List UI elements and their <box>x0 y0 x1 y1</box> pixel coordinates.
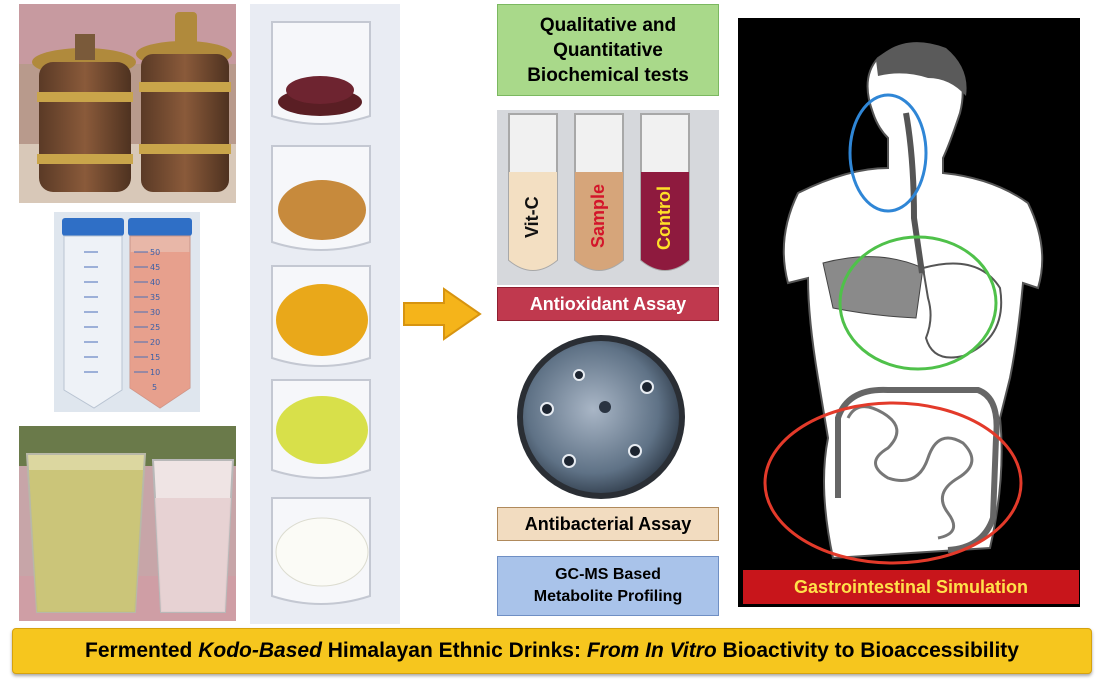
banner-part-2: Kodo-Based <box>198 639 322 662</box>
wooden-vessel-left <box>32 34 136 192</box>
small-intestine <box>846 405 974 540</box>
tube-graduations <box>84 251 148 373</box>
stomach-ring <box>838 235 998 371</box>
svg-text:30: 30 <box>150 308 160 317</box>
gcms-profiling-label: GC-MS Based Metabolite Profiling <box>497 556 719 616</box>
mouth-ring <box>848 93 928 213</box>
beaker-grains <box>271 21 371 125</box>
svg-text:10: 10 <box>150 368 160 377</box>
beakers-photo <box>250 4 400 624</box>
drink-glasses-photo <box>19 426 236 621</box>
svg-text:35: 35 <box>150 293 160 302</box>
control-label: Control <box>654 186 674 250</box>
svg-text:20: 20 <box>150 338 160 347</box>
tube-scale-labels: 50 45 40 35 30 25 20 15 10 5 <box>150 248 160 392</box>
banner-part-4: From In Vitro <box>586 639 717 662</box>
right-arrow-icon <box>402 285 482 343</box>
svg-text:15: 15 <box>150 353 160 362</box>
banner-part-1: Fermented <box>85 639 199 662</box>
banner-part-3: Himalayan Ethnic Drinks: <box>321 639 587 662</box>
tube-vit-c <box>508 113 558 271</box>
gcms-line-1: GC-MS Based <box>555 566 661 583</box>
beaker-brown <box>271 145 371 251</box>
well-1 <box>573 369 585 381</box>
gastrointestinal-simulation-label: Gastrointestinal Simulation <box>743 570 1079 604</box>
well-4 <box>628 444 642 458</box>
svg-text:25: 25 <box>150 323 160 332</box>
well-2 <box>640 380 654 394</box>
well-3 <box>540 402 554 416</box>
beaker-yellow <box>271 265 371 367</box>
antioxidant-tubes-photo: Vit-C Sample Control <box>497 110 719 285</box>
large-intestine <box>835 386 1000 553</box>
tube-sample <box>574 113 624 271</box>
title-banner: Fermented Kodo-Based Himalayan Ethnic Dr… <box>12 628 1092 674</box>
tube-control <box>640 113 690 271</box>
gastrointestinal-diagram <box>738 18 1080 607</box>
centrifuge-tubes-photo: 50 45 40 35 30 25 20 15 10 5 <box>54 212 200 412</box>
wooden-vessels-photo <box>19 4 236 203</box>
svg-text:40: 40 <box>150 278 160 287</box>
svg-text:45: 45 <box>150 263 160 272</box>
esophagus <box>903 112 925 274</box>
well-5 <box>562 454 576 468</box>
biochemical-tests-box: Qualitative and Quantitative Biochemical… <box>497 4 719 96</box>
svg-text:5: 5 <box>152 383 157 392</box>
vit-c-label: Vit-C <box>522 196 542 238</box>
wooden-vessel-right <box>136 12 232 192</box>
biochemical-line-2: Quantitative <box>553 39 663 61</box>
liver <box>822 256 924 319</box>
intestine-ring <box>763 401 1023 565</box>
glass-left <box>25 453 147 613</box>
biochemical-line-1: Qualitative and <box>539 14 677 36</box>
hair <box>876 42 967 96</box>
beaker-clear <box>271 497 371 605</box>
svg-text:50: 50 <box>150 248 160 257</box>
tube-pink <box>128 218 192 409</box>
antibacterial-assay-label: Antibacterial Assay <box>497 507 719 541</box>
petri-dish-photo <box>515 333 687 501</box>
gcms-line-2: Metabolite Profiling <box>533 588 683 605</box>
glass-right <box>151 459 235 613</box>
biochemical-line-3: Biochemical tests <box>527 64 689 86</box>
antioxidant-assay-label: Antioxidant Assay <box>497 287 719 321</box>
sample-label: Sample <box>588 184 608 248</box>
banner-part-5: Bioactivity to Bioaccessibility <box>716 639 1019 662</box>
tube-clear <box>62 218 124 409</box>
beaker-lime <box>271 379 371 479</box>
